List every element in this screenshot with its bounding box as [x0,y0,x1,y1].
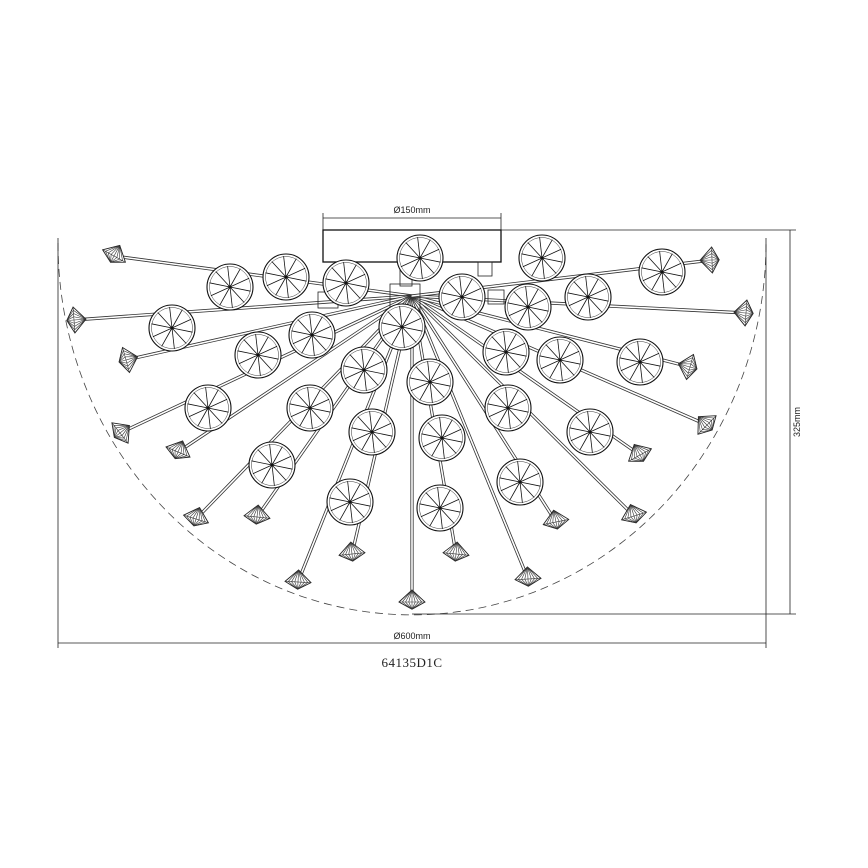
crystal-pendant [699,246,720,274]
crystal-pendant [101,244,127,263]
crystal-pendant [284,569,312,590]
rod-highlight [411,295,529,580]
top-dimension: Ø150mm [322,205,502,230]
top-diameter-label: Ø150mm [393,205,430,215]
flower-disc [616,338,664,386]
bottom-diameter-label: Ø600mm [393,631,430,641]
flower-disc [406,358,454,406]
crystal-pendants [66,244,754,610]
flower-disc [340,346,388,394]
flower-disc [504,283,552,331]
crystal-pendant [338,541,366,562]
flower-disc [496,458,544,506]
crystal-pendant [677,353,698,381]
flower-disc [348,408,396,456]
flower-disc [148,304,196,352]
flower-disc [262,253,310,301]
crystal-pendant [514,566,542,587]
crystal-pendant [118,346,139,374]
crystal-pendant [620,503,648,524]
height-label: 325mm [792,407,802,437]
crystal-pendant [66,306,87,334]
flower-disc [484,384,532,432]
crystal-pendant [398,589,426,610]
flower-disc [482,328,530,376]
crystal-pendant [111,422,130,444]
crystal-pendant [542,509,570,530]
bottom-dimension: Ø600mm [58,631,766,644]
crystal-pendant [733,299,754,327]
flower-discs [148,234,686,532]
flower-disc [416,484,464,532]
flower-disc [396,234,444,282]
crystal-pendant [442,541,470,562]
flower-disc [378,303,426,351]
envelope-outline [57,242,767,616]
flower-disc [564,273,612,321]
flower-disc [418,414,466,462]
flower-disc [234,331,282,379]
crystal-pendant [165,440,191,460]
flower-disc [518,234,566,282]
flower-disc [326,478,374,526]
crystal-pendant [243,504,271,525]
flower-disc [248,441,296,489]
flower-disc [286,384,334,432]
flower-disc [288,311,336,359]
crystal-pendant [627,443,653,462]
flower-disc [322,259,370,307]
height-dimension: 325mm [412,229,802,615]
crystal-pendant [697,415,717,435]
flower-disc [438,273,486,321]
flower-disc [536,336,584,384]
model-number: 64135D1C [381,655,442,670]
flower-disc [206,263,254,311]
crystal-pendant [182,506,210,527]
flower-disc [184,384,232,432]
flower-disc [638,248,686,296]
flower-disc [566,408,614,456]
